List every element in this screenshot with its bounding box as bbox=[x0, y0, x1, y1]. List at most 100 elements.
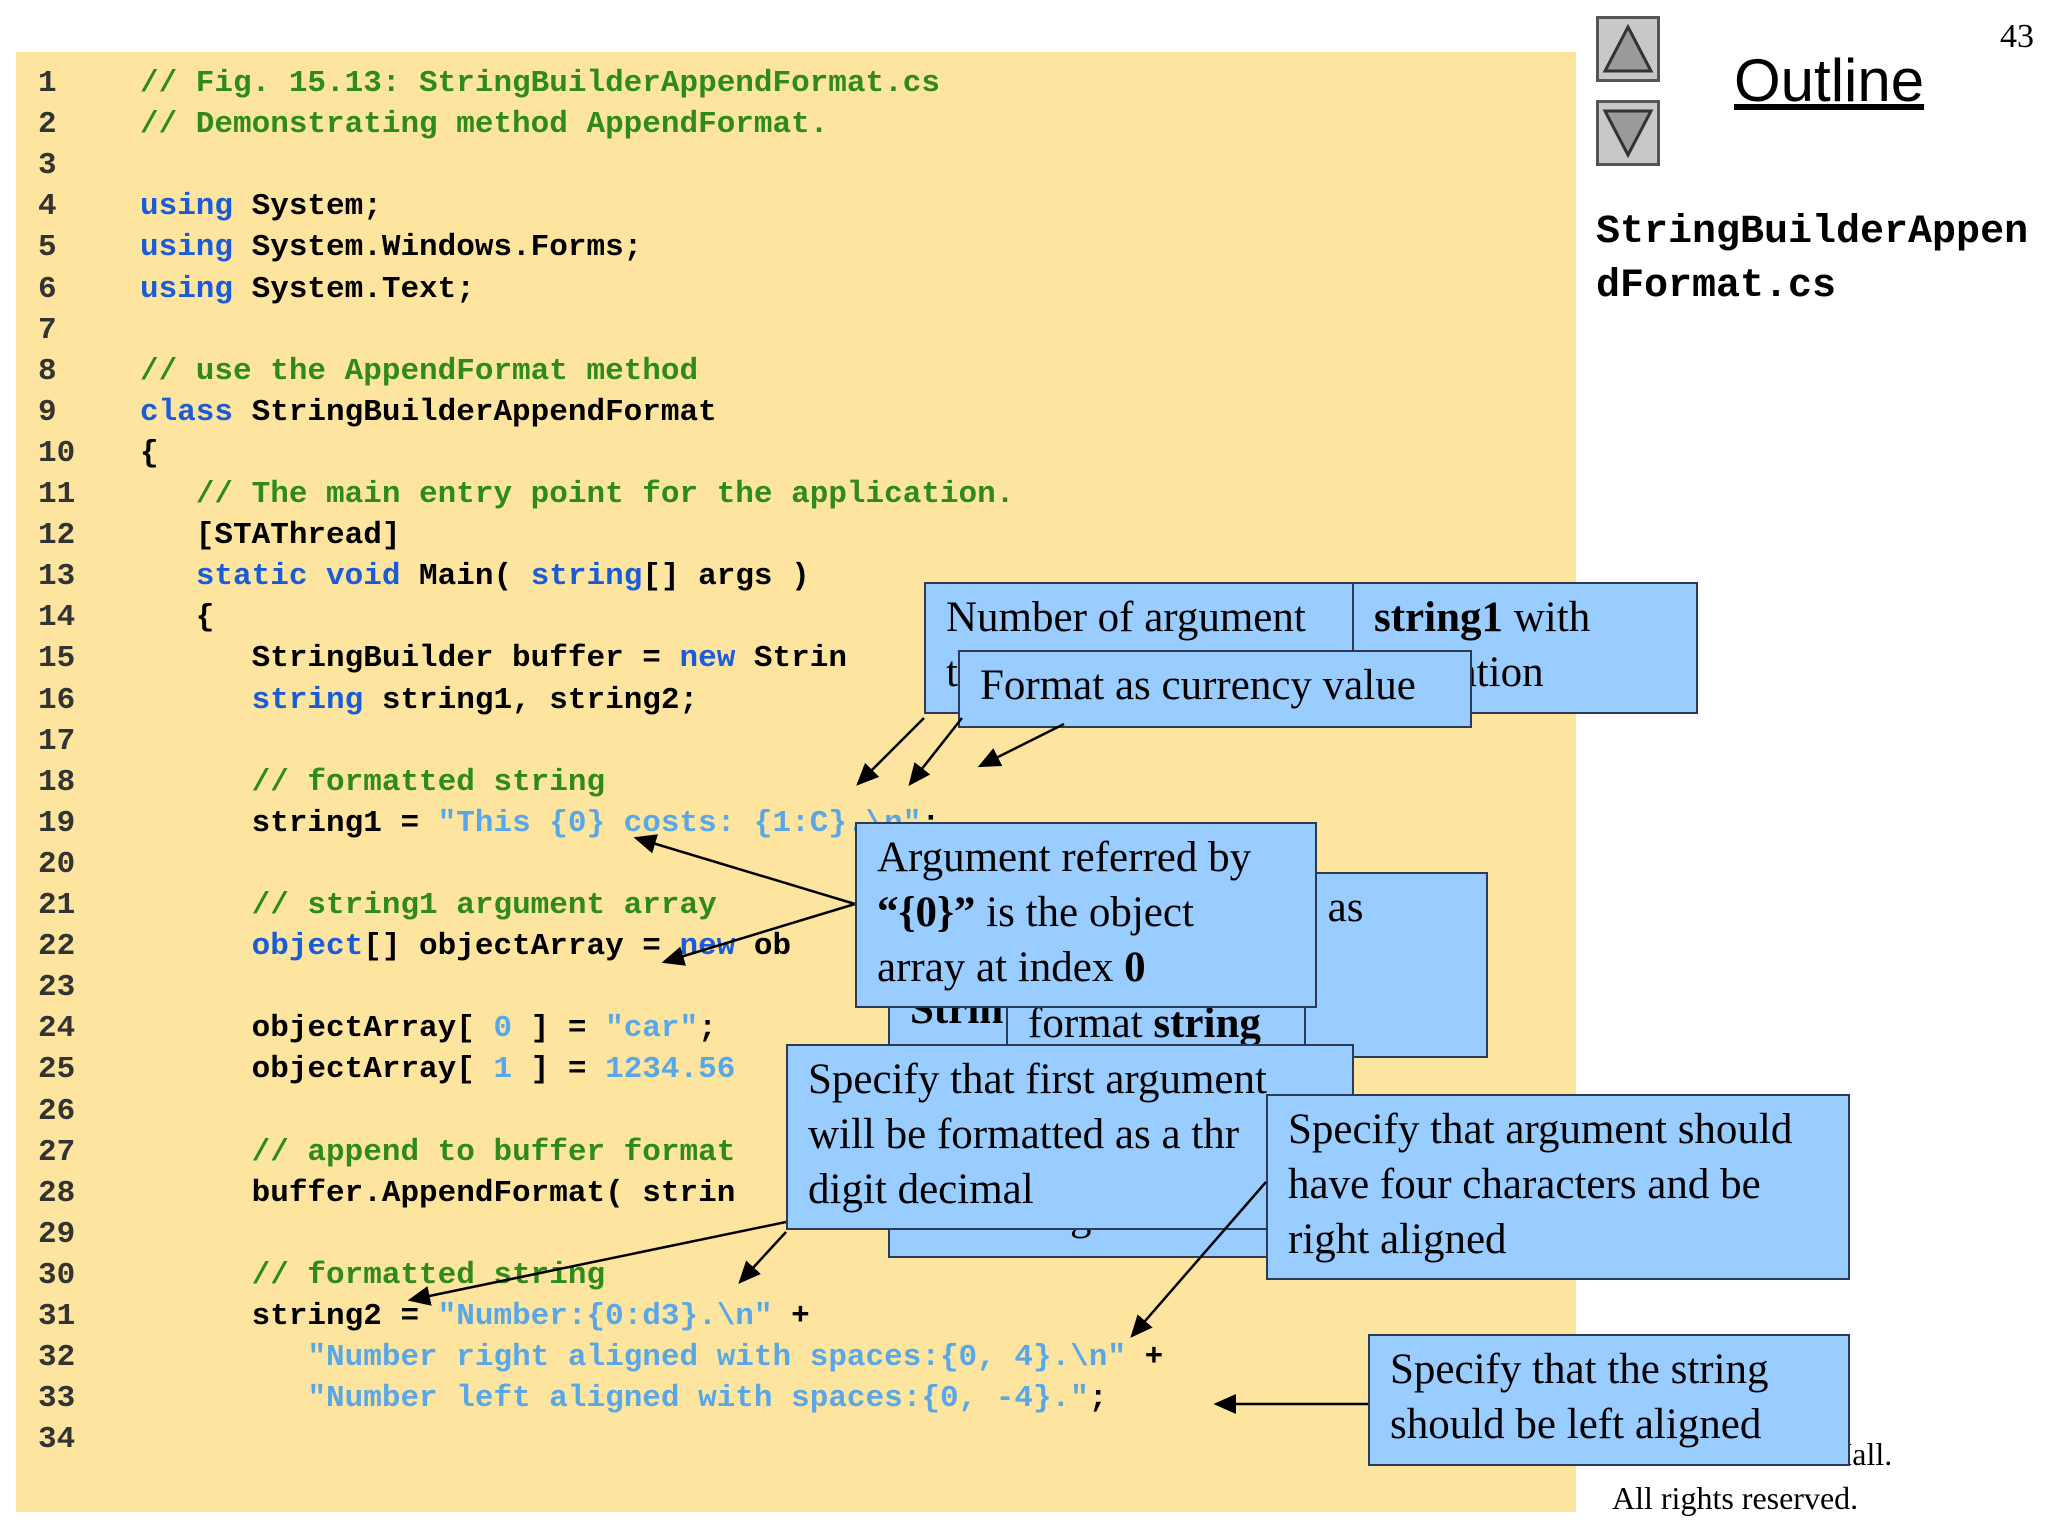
line-number: 17 bbox=[38, 723, 76, 759]
code-line: 26 bbox=[16, 1092, 1576, 1132]
code-text: "Number left aligned with spaces:{0, -4}… bbox=[140, 1379, 1107, 1419]
arrow-to-currency bbox=[908, 717, 963, 786]
code-token: { bbox=[140, 435, 159, 471]
code-line: 24 objectArray[ 0 ] = "car"; bbox=[16, 1009, 1576, 1049]
code-line: 4 using System; bbox=[16, 187, 1576, 227]
code-token: + bbox=[772, 1299, 810, 1334]
code-line: 1// Fig. 15.13: StringBuilderAppendForma… bbox=[16, 64, 1576, 104]
code-line: 25 objectArray[ 1 ] = 1234.56 bbox=[16, 1050, 1576, 1090]
line-number: 2 bbox=[38, 107, 57, 143]
triangle-up-icon bbox=[1602, 23, 1654, 73]
code-text: using System.Text; bbox=[140, 270, 475, 310]
line-number: 32 bbox=[38, 1340, 76, 1376]
code-text: // append to buffer format bbox=[140, 1133, 736, 1173]
code-token: // formatted string bbox=[251, 764, 606, 800]
code-text: objectArray[ 1 ] = 1234.56 bbox=[140, 1050, 736, 1090]
code-token: // Fig. 15.13: StringBuilderAppendFormat… bbox=[140, 66, 940, 101]
code-line: 19 string1 = "This {0} costs: {1:C}.\n"; bbox=[16, 804, 1576, 844]
code-line: 16 string string1, string2; bbox=[16, 681, 1576, 721]
code-token: static void bbox=[195, 559, 401, 595]
code-line: 5 using System.Windows.Forms; bbox=[16, 228, 1576, 268]
code-line: 34 bbox=[16, 1420, 1576, 1460]
code-token: [STAThread] bbox=[140, 518, 401, 554]
line-number: 34 bbox=[38, 1422, 76, 1458]
page-number: 43 bbox=[2000, 18, 2034, 55]
code-token: string1, string2; bbox=[363, 682, 699, 718]
line-number: 13 bbox=[38, 559, 76, 595]
code-token: { bbox=[140, 600, 215, 636]
line-number: 5 bbox=[38, 230, 57, 266]
code-text: class StringBuilderAppendFormat bbox=[140, 393, 717, 433]
code-token: Strin bbox=[735, 641, 847, 677]
code-token: ; bbox=[1088, 1381, 1108, 1417]
code-token: objectArray[ bbox=[140, 1011, 494, 1047]
code-token: // Demonstrating method AppendFormat. bbox=[140, 107, 829, 143]
code-line: 10{ bbox=[16, 434, 1576, 474]
next-slide-button[interactable] bbox=[1596, 100, 1660, 166]
code-token: StringBuilderAppendFormat bbox=[233, 394, 717, 430]
code-token: ob bbox=[735, 929, 792, 965]
line-number: 12 bbox=[38, 518, 76, 554]
line-number: 33 bbox=[38, 1381, 76, 1417]
code-text: objectArray[ 0 ] = "car"; bbox=[140, 1009, 717, 1049]
code-text: // string1 argument array bbox=[140, 886, 717, 926]
callout-left-aligned: Specify that the string should be left a… bbox=[1368, 1334, 1850, 1466]
line-number: 20 bbox=[38, 846, 76, 882]
code-text: StringBuilder buffer = new Strin bbox=[140, 639, 847, 679]
line-number: 29 bbox=[38, 1216, 76, 1252]
line-number: 22 bbox=[38, 929, 76, 965]
code-line: 21 // string1 argument array bbox=[16, 886, 1576, 926]
code-token: using bbox=[140, 271, 234, 307]
line-number: 25 bbox=[38, 1052, 76, 1088]
code-token: string1 = bbox=[140, 805, 438, 841]
arrow-to-index bbox=[856, 717, 925, 786]
line-number: 7 bbox=[38, 312, 57, 348]
code-token: using bbox=[140, 230, 234, 266]
code-token: object bbox=[251, 929, 364, 965]
code-text: "Number right aligned with spaces:{0, 4}… bbox=[140, 1338, 1163, 1378]
code-token: "Number right aligned with spaces:{0, 4}… bbox=[307, 1340, 1126, 1376]
arrow-to-object-array bbox=[661, 902, 856, 966]
line-number: 9 bbox=[38, 394, 57, 430]
code-text: string2 = "Number:{0:d3}.\n" + bbox=[140, 1297, 810, 1337]
code-line: 15 StringBuilder buffer = new Strin bbox=[16, 639, 1576, 679]
code-text: string string1, string2; bbox=[140, 681, 698, 721]
previous-slide-button[interactable] bbox=[1596, 16, 1660, 82]
line-number: 15 bbox=[38, 641, 76, 677]
arrow-to-four bbox=[1130, 1181, 1267, 1338]
code-token: ] = bbox=[512, 1052, 606, 1088]
triangle-down-icon bbox=[1602, 109, 1654, 159]
code-line: 31 string2 = "Number:{0:d3}.\n" + bbox=[16, 1297, 1576, 1337]
code-line: 33 "Number left aligned with spaces:{0, … bbox=[16, 1379, 1576, 1419]
code-text: // The main entry point for the applicat… bbox=[140, 475, 1015, 515]
code-line: 8// use the AppendFormat method bbox=[16, 352, 1576, 392]
outline-link[interactable]: Outline bbox=[1734, 47, 1925, 114]
arrow-to-d3 bbox=[738, 1231, 787, 1284]
line-number: 4 bbox=[38, 189, 57, 225]
code-line: 28 buffer.AppendFormat( strin bbox=[16, 1174, 1576, 1214]
code-line: 12 [STAThread] bbox=[16, 516, 1576, 556]
code-text: { bbox=[140, 434, 159, 474]
code-token: StringBuilder buffer = bbox=[140, 641, 680, 677]
line-number: 16 bbox=[38, 682, 76, 718]
code-token: System.Windows.Forms; bbox=[233, 230, 643, 266]
code-line: 3 bbox=[16, 146, 1576, 186]
code-text: using System; bbox=[140, 187, 382, 227]
code-text: // use the AppendFormat method bbox=[140, 352, 698, 392]
code-token: string bbox=[251, 682, 364, 718]
line-number: 27 bbox=[38, 1134, 76, 1170]
line-number: 11 bbox=[38, 477, 76, 512]
code-line: 23 bbox=[16, 968, 1576, 1008]
code-text: [STAThread] bbox=[140, 516, 401, 556]
code-token: 0 bbox=[493, 1011, 513, 1047]
code-line: 32 "Number right aligned with spaces:{0,… bbox=[16, 1338, 1576, 1378]
code-token: ] = bbox=[512, 1011, 606, 1047]
code-line: 2 // Demonstrating method AppendFormat. bbox=[16, 105, 1576, 145]
callout-four-characters: Specify that argument should have four c… bbox=[1266, 1094, 1850, 1280]
line-number: 31 bbox=[38, 1299, 76, 1334]
code-line: 6 using System.Text; bbox=[16, 270, 1576, 310]
line-number: 6 bbox=[38, 271, 57, 307]
code-token: string2 = bbox=[140, 1299, 438, 1334]
code-token: Main( bbox=[400, 559, 531, 595]
